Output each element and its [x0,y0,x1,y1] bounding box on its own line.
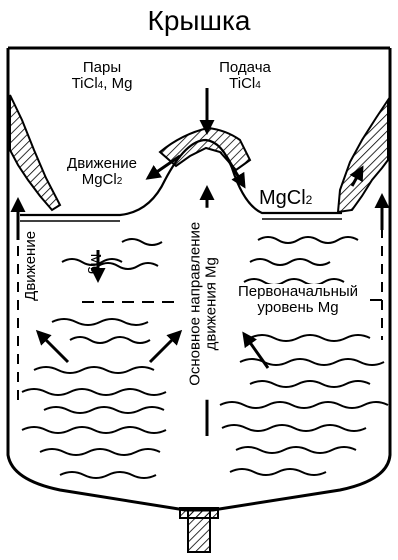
mgcl2-label: MgCl2 [258,188,313,209]
diag-arrow-2 [150,332,180,362]
feed-label: Подача TiCl4 [212,60,278,92]
mgcl2-movement-label: Движение MgCl2 [56,156,148,188]
right-wall-deposit [338,100,388,212]
main-direction-label: Основное направление движения Mg [187,208,219,400]
left-wall-deposit [10,95,60,210]
diag-arrow-1 [38,332,68,362]
mgcl2-surface-line-2 [20,219,342,221]
vapors-label: Пары TiCl4, Mg [62,60,142,92]
initial-mg-level-label: Первоначальный уровень Mg [226,284,370,316]
drain-nozzle [180,508,218,552]
mgcl2-left-arrow [148,156,180,178]
lid-title: Крышка [0,6,398,35]
mg-movement-vertical-label: Движение [23,225,39,307]
mg-small-label: Mg [87,249,103,279]
diag-arrow-3 [244,334,268,368]
